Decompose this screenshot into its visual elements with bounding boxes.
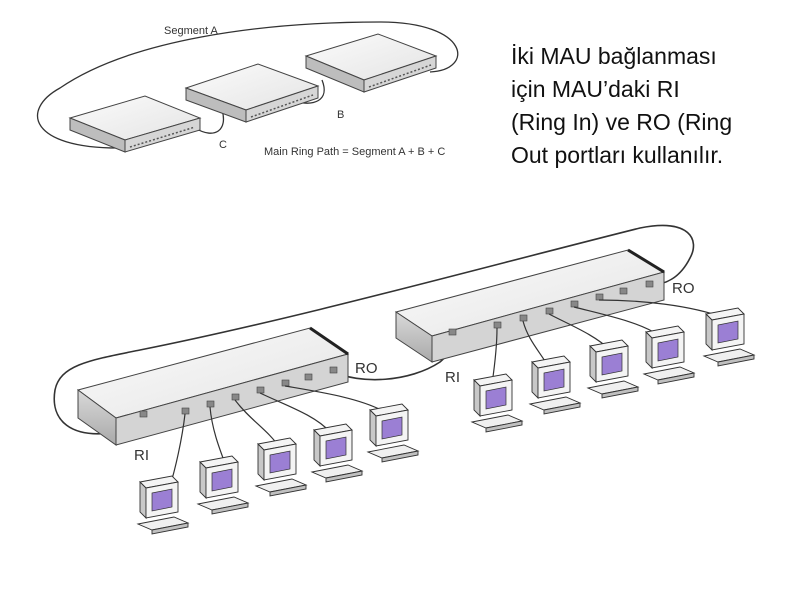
computer-r1 — [470, 373, 524, 433]
caption-line-3: (Ring In) ve RO (Ring — [511, 109, 733, 135]
main-ring-path-label: Main Ring Path = Segment A + B + C — [264, 146, 445, 158]
computer-l2 — [196, 455, 250, 515]
monitor-screen-icon — [269, 450, 291, 474]
computer-l1 — [136, 475, 190, 535]
top-mau-2 — [184, 63, 320, 123]
top-ring-diagram: Segment A B C Main Ring Path = Segment A… — [36, 21, 459, 158]
monitor-screen-icon — [325, 436, 347, 460]
computer-l4 — [310, 423, 364, 483]
caption-line-1: İki MAU bağlanması — [511, 43, 717, 69]
caption-line-4: Out portları kullanılır. — [511, 142, 724, 168]
monitor-screen-icon — [543, 368, 565, 392]
computer-l3 — [254, 437, 308, 497]
computer-l5 — [366, 403, 420, 463]
top-mau-3 — [304, 33, 438, 93]
left-mau — [76, 326, 350, 446]
right-mau — [394, 248, 666, 363]
monitor-screen-icon — [485, 386, 507, 410]
right-mau-ro-label: RO — [672, 280, 695, 297]
monitor-screen-icon — [381, 416, 403, 440]
right-mau-ports — [448, 280, 654, 336]
bottom-mau-diagram: RI RO RI RO — [53, 224, 756, 535]
computer-r3 — [586, 339, 640, 399]
left-mau-ro-label: RO — [355, 360, 378, 377]
monitor-screen-icon — [601, 352, 623, 376]
segment-a-cable — [36, 21, 459, 149]
left-mau-ri-label: RI — [134, 447, 149, 464]
top-mau-1 — [68, 95, 202, 153]
left-drop-cables — [169, 385, 386, 487]
computer-r2 — [528, 355, 582, 415]
computer-r5 — [702, 307, 756, 367]
ring-cable-outer — [53, 224, 695, 435]
segment-a-label: Segment A — [164, 25, 218, 37]
monitor-screen-icon — [151, 488, 173, 512]
right-mau-ri-label: RI — [445, 369, 460, 386]
left-mau-ports — [139, 366, 338, 418]
monitor-screen-icon — [657, 338, 679, 362]
caption-line-2: için MAU’daki RI — [511, 76, 680, 102]
caption-text: İki MAU bağlanması için MAU’daki RI (Rin… — [511, 40, 791, 172]
computer-r4 — [642, 325, 696, 385]
segment-b-label: B — [337, 109, 344, 121]
monitor-screen-icon — [211, 468, 233, 492]
monitor-screen-icon — [717, 320, 739, 344]
segment-c-label: C — [219, 139, 227, 151]
